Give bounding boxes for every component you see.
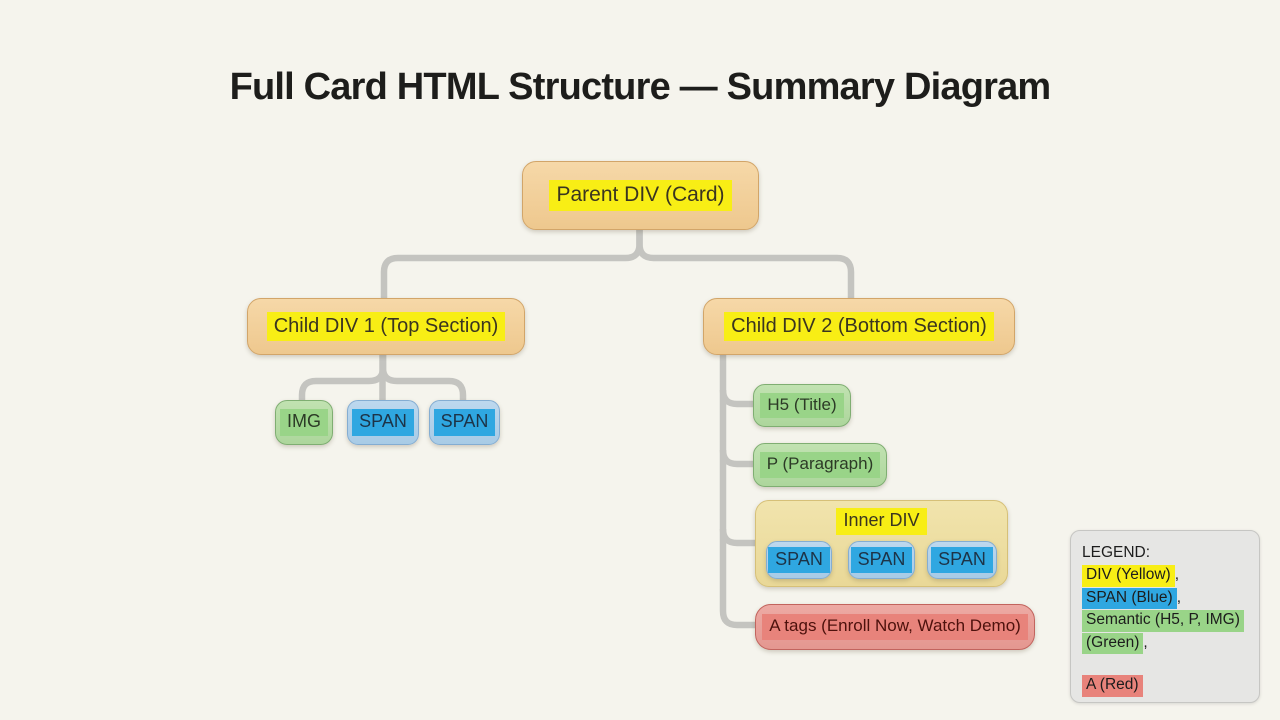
diagram-title: Full Card HTML Structure — Summary Diagr… <box>229 66 1052 108</box>
legend-item-green: (Green), <box>1082 632 1259 655</box>
legend-item-a: A (Red) <box>1082 674 1259 697</box>
node-span-1: SPAN <box>347 400 419 445</box>
node-h5-title: H5 (Title) <box>753 384 851 427</box>
node-child-div-1: Child DIV 1 (Top Section) <box>247 298 525 355</box>
node-inner-span-2-label: SPAN <box>850 546 913 574</box>
node-inner-span-3-label: SPAN <box>931 546 993 574</box>
node-p-paragraph: P (Paragraph) <box>753 443 887 487</box>
legend-title: LEGEND: <box>1082 544 1151 561</box>
node-img: IMG <box>275 400 333 445</box>
node-h5-title-label: H5 (Title) <box>760 392 844 419</box>
node-span-1-label: SPAN <box>352 409 414 436</box>
node-a-tags-label: A tags (Enroll Now, Watch Demo) <box>762 614 1028 640</box>
node-img-label: IMG <box>280 409 328 436</box>
node-inner-span-3: SPAN <box>927 541 997 579</box>
node-inner-span-1: SPAN <box>766 541 832 579</box>
legend-item-div: DIV (Yellow), <box>1082 564 1259 587</box>
node-child-div-2: Child DIV 2 (Bottom Section) <box>703 298 1015 355</box>
legend-item-span: SPAN (Blue), <box>1082 587 1259 610</box>
node-a-tags: A tags (Enroll Now, Watch Demo) <box>755 604 1035 650</box>
node-inner-div-label: Inner DIV <box>836 508 927 535</box>
legend: LEGEND: DIV (Yellow), SPAN (Blue), Seman… <box>1070 530 1260 703</box>
node-p-paragraph-label: P (Paragraph) <box>759 452 881 478</box>
node-span-2-label: SPAN <box>433 409 496 436</box>
node-child-div-1-label: Child DIV 1 (Top Section) <box>266 312 506 341</box>
legend-item-semantic: Semantic (H5, P, IMG) <box>1082 609 1259 632</box>
node-span-2: SPAN <box>429 400 500 445</box>
node-inner-span-2: SPAN <box>848 541 915 579</box>
node-parent-div: Parent DIV (Card) <box>522 161 759 230</box>
legend-spacer <box>1082 654 1259 674</box>
node-parent-div-label: Parent DIV (Card) <box>549 180 732 211</box>
node-child-div-2-label: Child DIV 2 (Bottom Section) <box>724 312 994 341</box>
node-inner-span-1-label: SPAN <box>768 546 830 574</box>
